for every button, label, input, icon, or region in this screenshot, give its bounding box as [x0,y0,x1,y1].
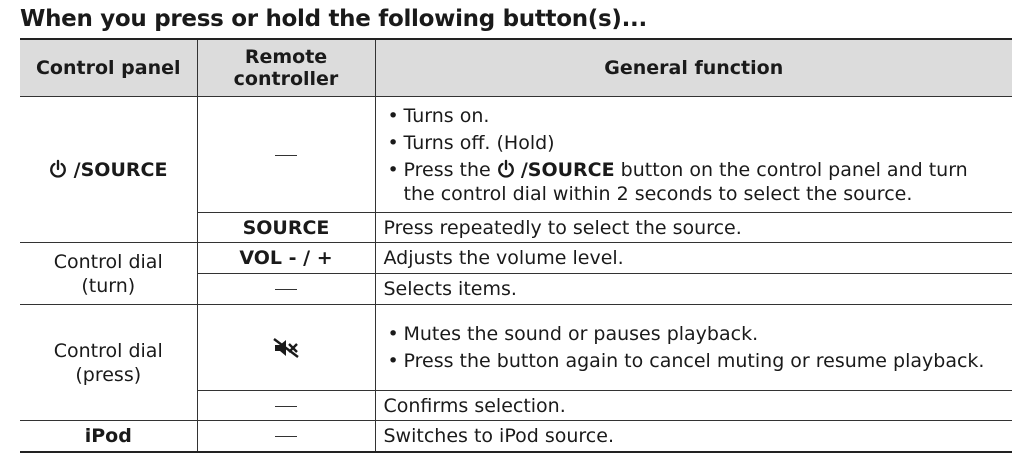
cell-ipod: iPod [20,420,198,453]
button-function-table: Control panel Remote controller General … [20,38,1012,453]
cell-control-dial-turn: Control dial (turn) [20,242,198,305]
header-remote-controller: Remote controller [196,38,376,97]
header-remote-line1: Remote [244,46,328,68]
bullet-text-pre: Press the [403,158,491,181]
function-bullets: Mutes the sound or pauses playback. Pres… [384,322,1005,373]
cell-remote-none [196,420,376,453]
table-row: Control dial (press) Mutes the sound or … [20,304,1012,421]
cell-control-dial-press: Control dial (press) [20,304,198,421]
table-row: Control dial (turn) VOL - / + Adjusts th… [20,242,1012,305]
header-remote-line2: controller [233,68,339,90]
dash-icon [275,289,297,290]
cell-remote-source: SOURCE [197,212,376,243]
control-dial-label: Control dial [53,250,163,273]
control-dial-sub: (press) [75,363,142,386]
table-row: /SOURCE Turns on. Turns off. (Hold) Pres… [20,96,1012,243]
power-icon [497,159,514,178]
control-dial-label: Control dial [53,339,163,362]
power-source-label: /SOURCE [73,158,168,181]
dash-icon [275,435,297,437]
cell-remote-mute [196,304,376,391]
mute-icon [273,337,299,358]
cell-power-source: /SOURCE [20,96,198,243]
header-control-panel: Control panel [20,38,198,97]
power-icon [50,159,66,178]
function-bullets: Turns on. Turns off. (Hold) Press the /S… [384,104,1005,206]
page-heading: When you press or hold the following but… [20,6,647,32]
cell-remote-none [197,390,376,421]
list-item: Press the button again to cancel muting … [384,349,1005,373]
list-item: Turns on. [384,104,1005,128]
dash-icon [275,154,297,156]
list-item: Turns off. (Hold) [384,131,1005,155]
bullet-text-bold: /SOURCE [520,158,615,181]
cell-function: Selects items. [374,273,1012,305]
table-header-row: Control panel Remote controller General … [20,38,1012,97]
cell-remote-none [197,273,376,305]
cell-remote-vol: VOL - / + [196,242,376,274]
list-item: Mutes the sound or pauses playback. [384,322,1005,346]
control-dial-sub: (turn) [81,274,136,297]
list-item: Press the /SOURCE button on the control … [384,158,1005,206]
cell-function: Turns on. Turns off. (Hold) Press the /S… [374,96,1012,213]
cell-function: Adjusts the volume level. [374,242,1012,274]
cell-function: Switches to iPod source. [374,420,1012,453]
cell-function: Confirms selection. [374,390,1012,421]
bullet-text-post: button on the control panel and turn the… [403,158,968,205]
cell-remote-none [196,96,376,213]
dash-icon [275,405,297,407]
cell-function: Mutes the sound or pauses playback. Pres… [374,304,1012,391]
header-general-function: General function [374,38,1012,97]
cell-function: Press repeatedly to select the source. [374,212,1012,243]
table-row: SOURCE Press repeatedly to select the so… [20,212,1012,243]
table-row: iPod Switches to iPod source. [20,420,1012,453]
